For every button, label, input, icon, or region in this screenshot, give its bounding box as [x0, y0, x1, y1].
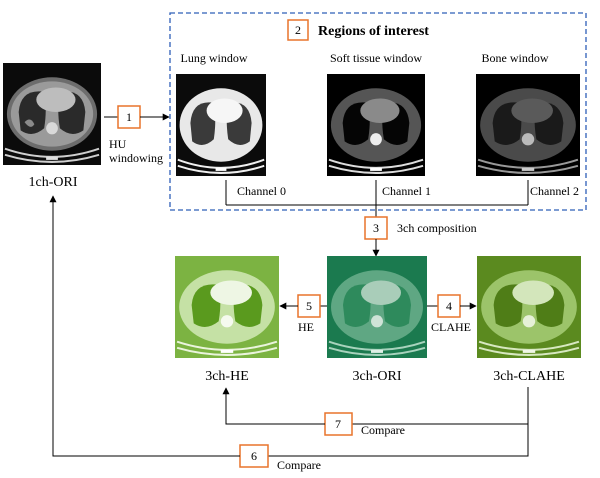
step-3-label: 3ch composition	[397, 221, 477, 235]
arrow-step-7	[222, 387, 325, 425]
label-3ch-ori: 3ch-ORI	[353, 369, 402, 384]
arrow-step-6	[49, 195, 240, 457]
roi-title: Regions of interest	[318, 24, 429, 39]
roi-box	[169, 12, 587, 211]
step-7-number: 7	[335, 417, 341, 431]
ct-image-1ch-ori	[1, 61, 103, 167]
step-4-label: CLAHE	[431, 320, 471, 334]
bone-window-title: Bone window	[482, 51, 549, 65]
step-6-line-right	[268, 424, 529, 457]
step-2-number: 2	[295, 23, 301, 37]
ct-image-lung-window	[176, 74, 266, 176]
ct-image-3ch-he	[175, 256, 279, 358]
channel-1-label: Channel 1	[382, 184, 431, 198]
step-1-label-line2: windowing	[109, 151, 163, 165]
label-3ch-clahe: 3ch-CLAHE	[493, 369, 565, 384]
step-6-label: Compare	[277, 458, 321, 472]
step-5-number: 5	[306, 299, 312, 313]
channel-2-label: Channel 2	[530, 184, 579, 198]
ct-image-soft-tissue-window	[327, 74, 425, 176]
step-4-number: 4	[446, 299, 452, 313]
label-3ch-he: 3ch-HE	[205, 369, 249, 384]
lung-window-title: Lung window	[181, 51, 248, 65]
channel-0-label: Channel 0	[237, 184, 286, 198]
label-1ch-ori: 1ch-ORI	[29, 175, 78, 190]
step-3-number: 3	[373, 221, 379, 235]
step-7-label: Compare	[361, 423, 405, 437]
step-6-number: 6	[251, 449, 257, 463]
step-2-box	[287, 19, 309, 41]
step-1-number: 1	[126, 110, 132, 124]
step-1-label-line1: HU	[109, 137, 127, 151]
step-7-line-right	[352, 387, 529, 425]
ct-image-3ch-ori	[327, 256, 427, 358]
ct-image-3ch-clahe	[477, 256, 581, 358]
ct-image-bone-window	[476, 74, 580, 176]
soft-tissue-window-title: Soft tissue window	[330, 51, 422, 65]
step-5-label: HE	[298, 320, 314, 334]
